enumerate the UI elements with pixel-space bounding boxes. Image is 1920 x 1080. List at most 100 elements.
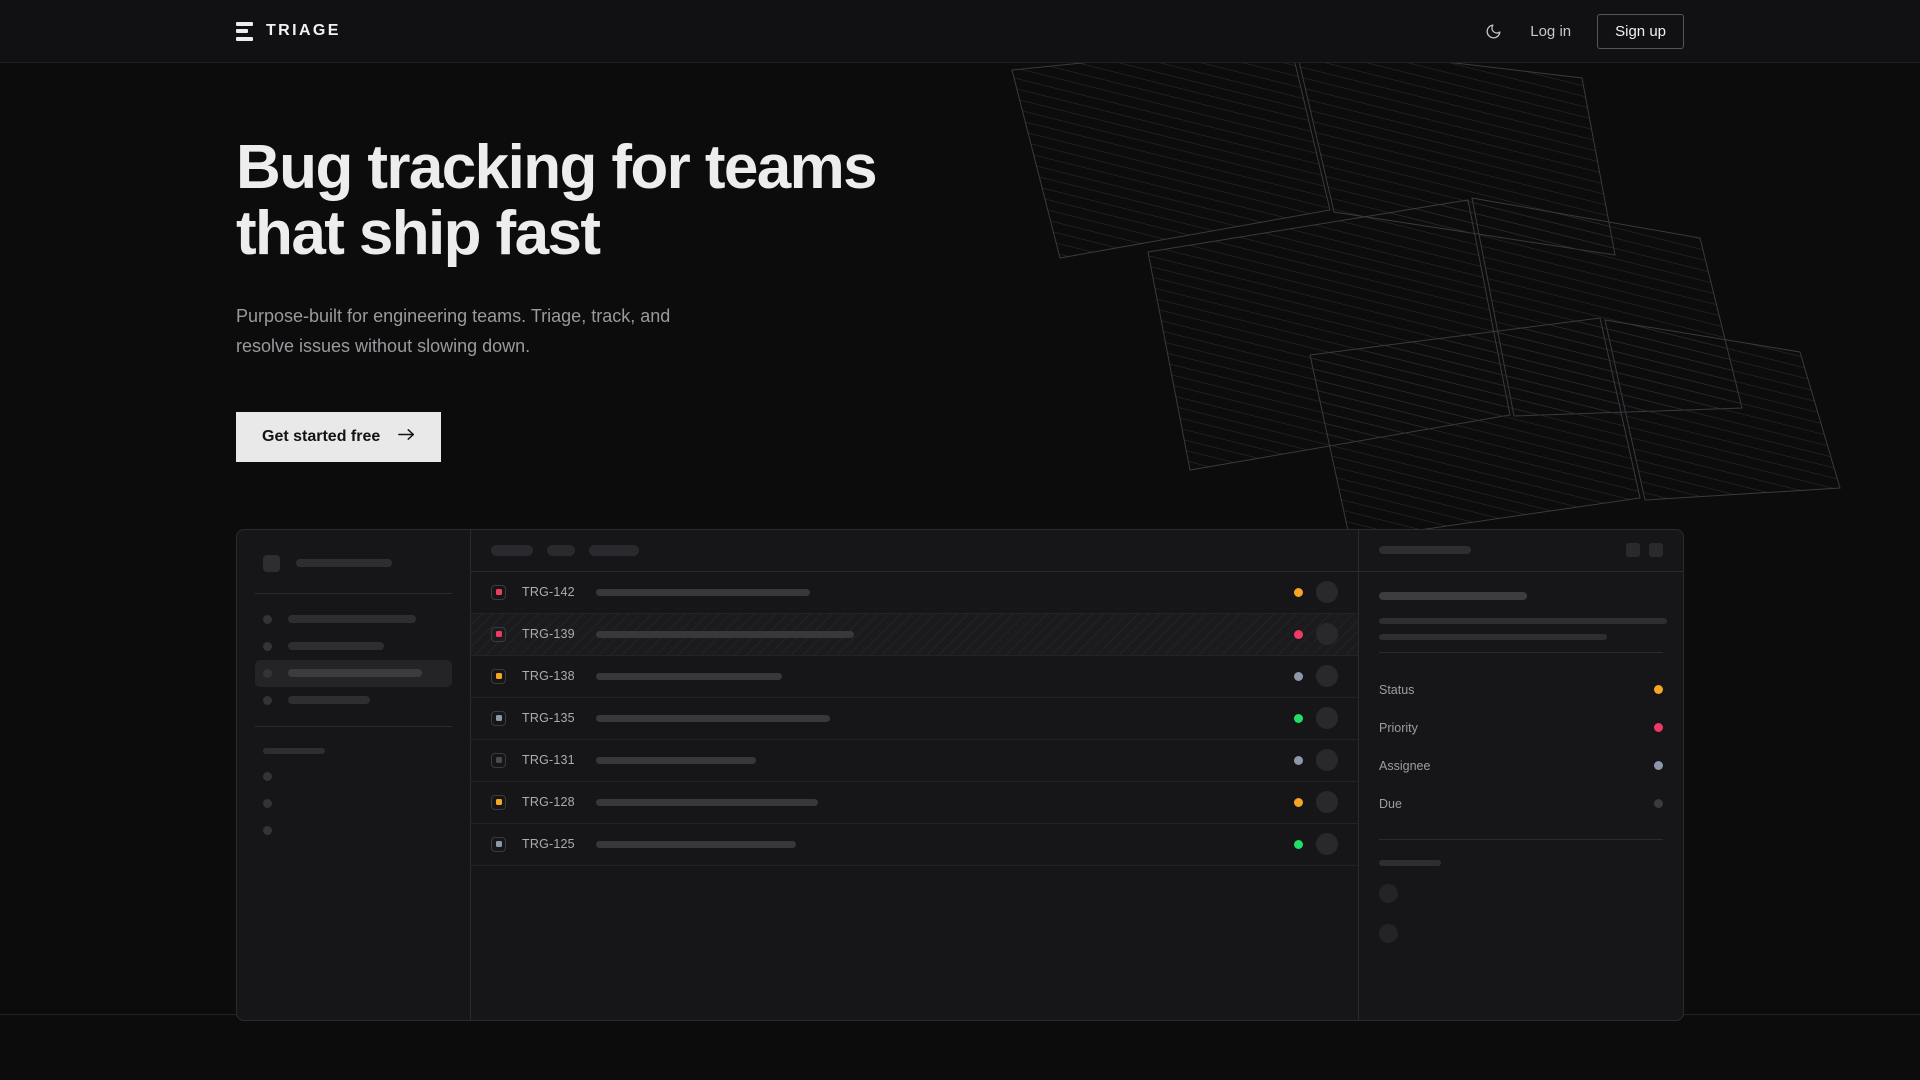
avatar <box>1316 665 1338 688</box>
avatar <box>1316 791 1338 814</box>
bullet-dot-icon <box>263 798 272 808</box>
issue-row-meta <box>1294 749 1338 772</box>
issue-row[interactable]: TRG-125 <box>471 824 1358 866</box>
sidebar-subitem[interactable] <box>255 763 452 790</box>
issue-id: TRG-131 <box>522 753 575 768</box>
issue-row-meta <box>1294 707 1338 730</box>
brand-logo[interactable]: TRIAGE <box>236 21 341 41</box>
meta-value-dot <box>1654 685 1663 695</box>
priority-icon <box>491 710 506 726</box>
status-dot <box>1294 755 1303 765</box>
issue-id: TRG-135 <box>522 711 575 726</box>
issue-title-skeleton <box>596 630 854 638</box>
detail-action-button[interactable] <box>1626 543 1640 558</box>
issue-row[interactable]: TRG-139 <box>471 613 1358 656</box>
sidebar-subitem[interactable] <box>255 817 452 844</box>
status-dot <box>1294 713 1303 723</box>
meta-value-dot <box>1654 799 1663 809</box>
issue-id: TRG-139 <box>522 627 575 642</box>
filter-chip[interactable] <box>491 544 533 556</box>
status-dot <box>1294 671 1303 681</box>
sidebar-item[interactable] <box>255 606 452 633</box>
filter-chip[interactable] <box>547 544 575 556</box>
workspace-switcher[interactable] <box>255 546 452 581</box>
detail-divider-2 <box>1379 838 1663 840</box>
avatar <box>1316 581 1338 604</box>
avatar <box>1316 749 1338 772</box>
issue-row-meta <box>1294 623 1338 646</box>
issue-row[interactable]: TRG-131 <box>471 740 1358 782</box>
detail-meta-row[interactable]: Due <box>1379 785 1663 823</box>
detail-action-button[interactable] <box>1649 543 1663 558</box>
detail-meta-row[interactable]: Assignee <box>1379 747 1663 785</box>
heading-line-2: that ship fast <box>236 198 601 268</box>
status-dot <box>1294 629 1303 639</box>
detail-header <box>1359 530 1683 572</box>
issue-id: TRG-142 <box>522 585 575 600</box>
priority-icon <box>491 752 506 768</box>
detail-body-line <box>1379 617 1667 624</box>
issue-title-skeleton <box>596 756 756 764</box>
priority-icon <box>491 794 506 810</box>
sidebar-subitem[interactable] <box>255 790 452 817</box>
activity-label-skeleton <box>1379 859 1441 866</box>
priority-icon <box>491 668 506 684</box>
sidebar-item-label-skeleton <box>288 669 422 678</box>
status-dot <box>1294 797 1303 807</box>
bullet-dot-icon <box>263 771 272 781</box>
issue-row[interactable]: TRG-135 <box>471 698 1358 740</box>
detail-title-skeleton <box>1379 546 1471 555</box>
issue-title-skeleton <box>596 840 796 848</box>
detail-meta-row[interactable]: Status <box>1379 671 1663 709</box>
detail-meta-row[interactable]: Priority <box>1379 709 1663 747</box>
sidebar-item-label-skeleton <box>288 696 370 705</box>
meta-value-dot <box>1654 723 1663 733</box>
sidebar-section-label <box>255 739 452 763</box>
issue-title-skeleton <box>596 714 830 722</box>
nav-dot-icon <box>263 641 272 651</box>
login-link[interactable]: Log in <box>1530 22 1572 40</box>
moon-icon[interactable] <box>1482 20 1504 42</box>
issue-row[interactable]: TRG-142 <box>471 572 1358 614</box>
activity-avatar <box>1379 923 1398 943</box>
issue-row[interactable]: TRG-128 <box>471 782 1358 824</box>
detail-summary-skeleton <box>1379 591 1527 600</box>
section-label-skeleton <box>263 747 325 754</box>
site-header: TRIAGE Log in Sign up <box>0 0 1920 63</box>
sidebar-nav <box>255 606 452 714</box>
priority-icon <box>491 626 506 642</box>
issue-title-skeleton <box>596 672 782 680</box>
workspace-name-skeleton <box>296 559 392 568</box>
filter-chip[interactable] <box>589 544 639 556</box>
detail-body-line <box>1379 633 1607 640</box>
triage-bars-icon <box>236 21 253 41</box>
get-started-button[interactable]: Get started free <box>236 411 442 462</box>
sidebar-item[interactable] <box>255 633 452 660</box>
status-dot <box>1294 839 1303 849</box>
sidebar-item-label-skeleton <box>288 642 384 651</box>
nav-dot-icon <box>263 614 272 624</box>
issue-title-skeleton <box>596 588 810 596</box>
workspace-icon <box>263 554 280 572</box>
issue-id: TRG-128 <box>522 795 575 810</box>
sidebar-item-active[interactable] <box>255 659 452 687</box>
nav-dot-icon <box>263 668 272 678</box>
issue-id: TRG-125 <box>522 837 575 852</box>
sidebar-divider-top <box>255 592 452 594</box>
meta-label: Assignee <box>1379 758 1431 773</box>
hero-section: Bug tracking for teams that ship fast Pu… <box>0 63 1920 462</box>
priority-icon <box>491 584 506 600</box>
meta-label: Due <box>1379 796 1402 811</box>
issue-row[interactable]: TRG-138 <box>471 656 1358 698</box>
issue-id: TRG-138 <box>522 669 575 684</box>
signup-button[interactable]: Sign up <box>1597 13 1684 49</box>
meta-label: Priority <box>1379 720 1418 735</box>
cta-label: Get started free <box>262 427 381 445</box>
sidebar-item[interactable] <box>255 687 452 714</box>
avatar <box>1316 833 1338 856</box>
arrow-right-icon <box>398 428 415 446</box>
status-dot <box>1294 587 1303 597</box>
